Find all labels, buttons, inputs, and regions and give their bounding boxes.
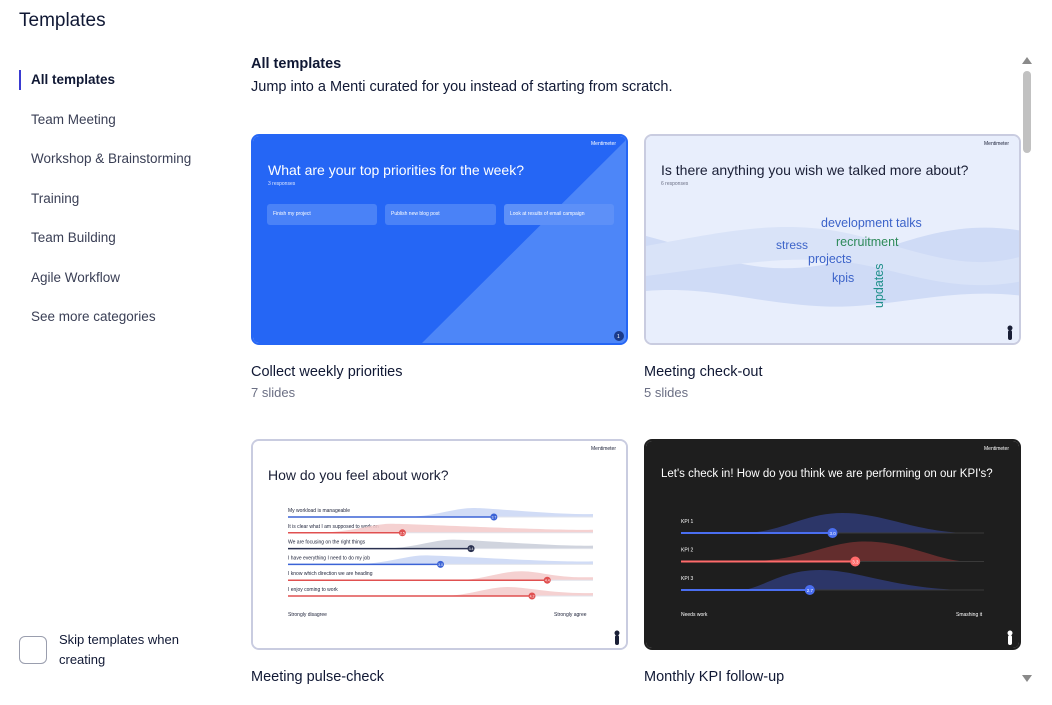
kpi-label: KPI 1 [681, 519, 693, 525]
statement-label: I know which direction we are heading [288, 571, 373, 577]
distribution-area [741, 541, 964, 562]
sidebar-item-all-templates[interactable]: All templates [19, 60, 219, 100]
template-thumbnail[interactable]: How do you feel about work? Mentimeter M… [251, 439, 628, 650]
word-development-talks: development talks [821, 216, 922, 230]
scale-marker [850, 556, 861, 567]
sidebar-item-training[interactable]: Training [31, 190, 80, 206]
answer-2: Publish new blog post [391, 211, 440, 217]
distribution-area [442, 587, 593, 596]
sidebar-item-team-meeting[interactable]: Team Meeting [31, 111, 116, 127]
sidebar-item-agile-workflow[interactable]: Agile Workflow [31, 269, 121, 285]
card-title: Meeting check-out [644, 364, 763, 380]
scale-marker [543, 576, 551, 584]
distribution-area [381, 539, 593, 549]
scale-marker [467, 545, 475, 553]
statement-label: It is clear what I am supposed to work o… [288, 524, 379, 530]
statement-label: I enjoy coming to work [288, 587, 338, 593]
brand-label: Mentimeter [591, 446, 616, 452]
template-thumbnail[interactable]: What are your top priorities for the wee… [251, 134, 628, 345]
page-title: Templates [19, 10, 106, 31]
scale-value: 3.0 [830, 531, 837, 536]
scale-marker [804, 585, 815, 595]
slide-preview-scales: How do you feel about work? Mentimeter M… [253, 441, 626, 648]
templates-header: All templates Jump into a Menti curated … [251, 56, 673, 95]
card-slide-count: 5 slides [644, 385, 689, 400]
statement-label: My workload is manageable [288, 508, 350, 514]
answer-3: Look at results of email campaign [510, 211, 585, 217]
word-recruitment: recruitment [836, 235, 899, 249]
template-card-monthly-kpi-follow-up[interactable]: Let's check in! How do you think we are … [644, 439, 1021, 685]
skip-templates-label: Skip templates when creating [59, 632, 179, 667]
slide-question: Is there anything you wish we talked mor… [661, 162, 969, 178]
kpi-label: KPI 3 [681, 576, 693, 582]
answer-1: Finish my project [273, 211, 311, 217]
scroll-down-arrow[interactable] [1022, 675, 1032, 682]
kpi-label: KPI 2 [681, 548, 693, 554]
scale-marker [398, 529, 406, 537]
scale-value: 3.3 [852, 559, 859, 564]
statement-label: I have everything I need to do my job [288, 555, 370, 561]
slide-question: How do you feel about work? [268, 467, 449, 483]
distribution-area [312, 523, 593, 533]
distribution-area [741, 513, 964, 533]
distribution-area [403, 508, 593, 517]
template-thumbnail[interactable]: Is there anything you wish we talked mor… [644, 134, 1021, 345]
slide-preview-open-ended: What are your top priorities for the wee… [253, 136, 626, 343]
card-title: Monthly KPI follow-up [644, 669, 785, 685]
skip-templates-option[interactable]: Skip templates when creating [19, 630, 204, 670]
slide-preview-kpi-scales: Let's check in! How do you think we are … [646, 441, 1019, 648]
scale-value: 2.7 [807, 588, 814, 593]
slide-responses: 6 responses [661, 181, 689, 187]
slide-question: Let's check in! How do you think we are … [661, 468, 993, 480]
brand-label: Mentimeter [591, 141, 616, 147]
section-heading: All templates [251, 56, 342, 72]
scale-value: 3.0 [438, 563, 443, 567]
scale-value: 2.5 [400, 531, 405, 535]
scale-value: 4.2 [530, 595, 535, 599]
scale-value: 4.4 [545, 579, 550, 583]
template-card-meeting-check-out[interactable]: Is there anything you wish we talked mor… [644, 134, 1021, 400]
distribution-area [741, 570, 964, 590]
sidebar-item-see-more-categories[interactable]: See more categories [31, 309, 156, 325]
distribution-area [457, 571, 593, 581]
card-title: Collect weekly priorities [251, 364, 403, 380]
scale-left-label: Needs work [681, 612, 708, 618]
card-title: Meeting pulse-check [251, 669, 384, 685]
scale-left-label: Strongly disagree [288, 612, 327, 618]
template-card-meeting-pulse-check[interactable]: How do you feel about work? Mentimeter M… [251, 439, 628, 685]
word-projects: projects [808, 252, 852, 266]
scrollbar-thumb[interactable] [1023, 71, 1031, 153]
sidebar-item-team-building[interactable]: Team Building [31, 230, 116, 246]
slide-preview-word-cloud: Is there anything you wish we talked mor… [646, 136, 1019, 343]
category-sidebar: All templates Team Meeting Workshop & Br… [19, 60, 219, 337]
slide-question: What are your top priorities for the wee… [268, 162, 524, 178]
statement-label: We are focusing on the right things [288, 540, 366, 546]
card-slide-count: 7 slides [251, 385, 296, 400]
word-stress: stress [776, 238, 808, 252]
scale-value: 3.7 [491, 516, 496, 520]
scale-marker [827, 528, 838, 538]
scale-marker [437, 560, 444, 568]
scale-right-label: Smashing it [956, 612, 983, 618]
person-count: 1 [617, 334, 620, 340]
template-card-collect-weekly-priorities[interactable]: What are your top priorities for the wee… [251, 134, 628, 400]
skip-templates-checkbox[interactable] [19, 636, 47, 664]
slide-responses: 3 responses [268, 181, 296, 187]
word-kpis: kpis [832, 271, 854, 285]
scale-marker [490, 513, 498, 521]
template-thumbnail[interactable]: Let's check in! How do you think we are … [644, 439, 1021, 650]
scale-marker [528, 592, 536, 600]
word-updates: updates [872, 264, 886, 308]
brand-label: Mentimeter [984, 446, 1009, 452]
brand-label: Mentimeter [984, 141, 1009, 147]
section-subheading: Jump into a Menti curated for you instea… [251, 79, 673, 95]
scroll-up-arrow[interactable] [1022, 57, 1032, 64]
scale-right-label: Strongly agree [554, 612, 587, 618]
distribution-area [350, 555, 593, 565]
sidebar-item-workshop-brainstorming[interactable]: Workshop & Brainstorming [31, 151, 192, 167]
scale-value: 3.4 [469, 547, 474, 551]
